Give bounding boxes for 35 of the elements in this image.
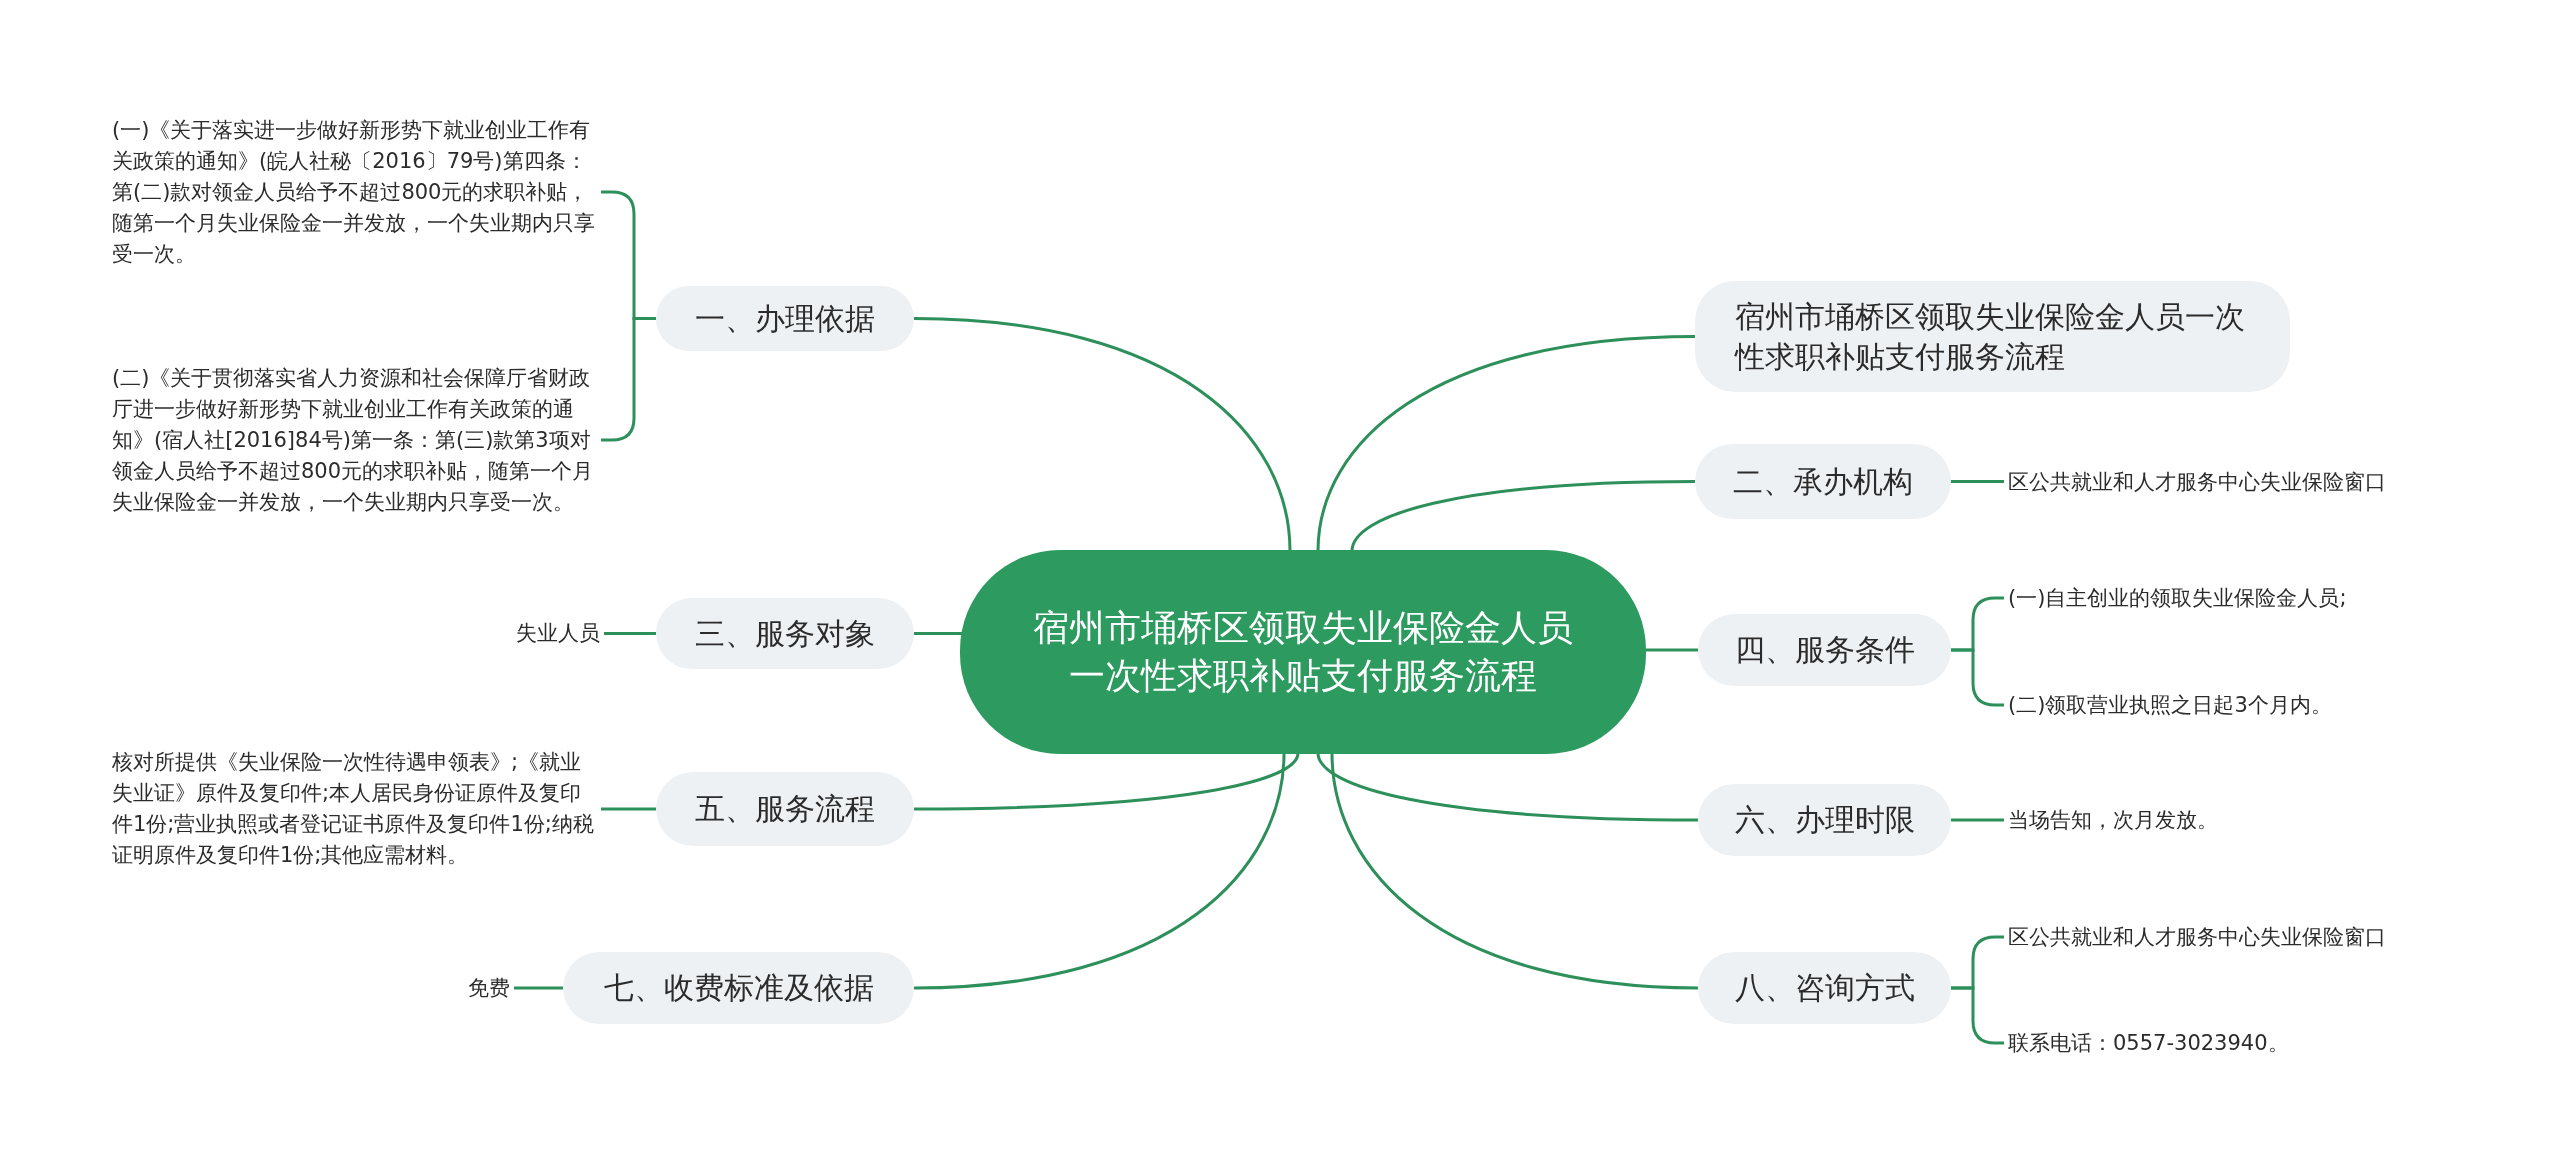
subtopic-text: (一)《关于落实进一步做好新形势下就业创业工作有关政策的通知》(皖人社秘〔2016〕79号)第四条：第(二)款对领金人员给予不超过800元的求职补贴，随第一个月失业保险金一并发放，一个失业期内只享受一次。 [112, 114, 597, 270]
connector-line [601, 807, 656, 811]
connector-line [914, 752, 1300, 811]
topic-box: 四、服务条件 [1698, 614, 1951, 686]
connector-line [1330, 752, 1699, 990]
subtopic-text: 当场告知，次月发放。 [2008, 804, 2478, 836]
topic-box: 二、承办机构 [1695, 444, 1951, 519]
connector-line [913, 752, 1286, 990]
subtopic-text: (二)领取营业执照之日起3个月内。 [2008, 689, 2478, 721]
subtopic-text: (一)自主创业的领取失业保险金人员; [2008, 582, 2478, 614]
connector-line [1350, 480, 1695, 552]
subtopic-text: 区公共就业和人才服务中心失业保险窗口 [2008, 921, 2478, 953]
subtopic-text: 区公共就业和人才服务中心失业保险窗口 [2008, 466, 2478, 498]
topic-box: 五、服务流程 [656, 772, 914, 846]
topic-box: 八、咨询方式 [1698, 952, 1951, 1024]
connector-line [514, 986, 563, 990]
connector-line [913, 317, 1292, 552]
topic-box: 七、收费标准及依据 [563, 952, 914, 1024]
subtopic-text: 核对所提供《失业保险一次性待遇申领表》;《就业失业证》原件及复印件;本人居民身份证原件及复印件1份;营业执照或者登记证书原件及复印件1份;纳税证明原件及复印件1份;其他应需材料。 [112, 747, 597, 871]
topic-box: 一、办理依据 [656, 286, 914, 351]
subtopic-text: (二)《关于贯彻落实省人力资源和社会保障厅省财政厅进一步做好新形势下就业创业工作有关政策的通知》(宿人社[2016]84号)第一条：第(三)款第3项对领金人员给予不超过800元的求职补贴，随第一个月失业保险金一并发放，一个失业期内只享受一次。 [112, 362, 597, 518]
subtopic-text: 免费 [400, 972, 510, 1004]
connector-line [1316, 335, 1696, 552]
connector-line [1644, 648, 1698, 652]
topic-box: 三、服务对象 [656, 598, 914, 669]
connector-line [1316, 752, 1698, 822]
connector-line [1951, 818, 2004, 822]
topic-box: 宿州市埇桥区领取失业保险金人员一次性求职补贴支付服务流程 [1695, 281, 2290, 392]
subtopic-text: 联系电话：0557-3023940。 [2008, 1027, 2478, 1059]
connector-line [914, 632, 962, 635]
central-topic: 宿州市埇桥区领取失业保险金人员一次性求职补贴支付服务流程 [960, 550, 1646, 754]
topic-box: 六、办理时限 [1698, 784, 1951, 856]
connector-line [1951, 480, 2004, 483]
subtopic-text: 失业人员 [440, 617, 600, 649]
connector-line [604, 632, 656, 635]
